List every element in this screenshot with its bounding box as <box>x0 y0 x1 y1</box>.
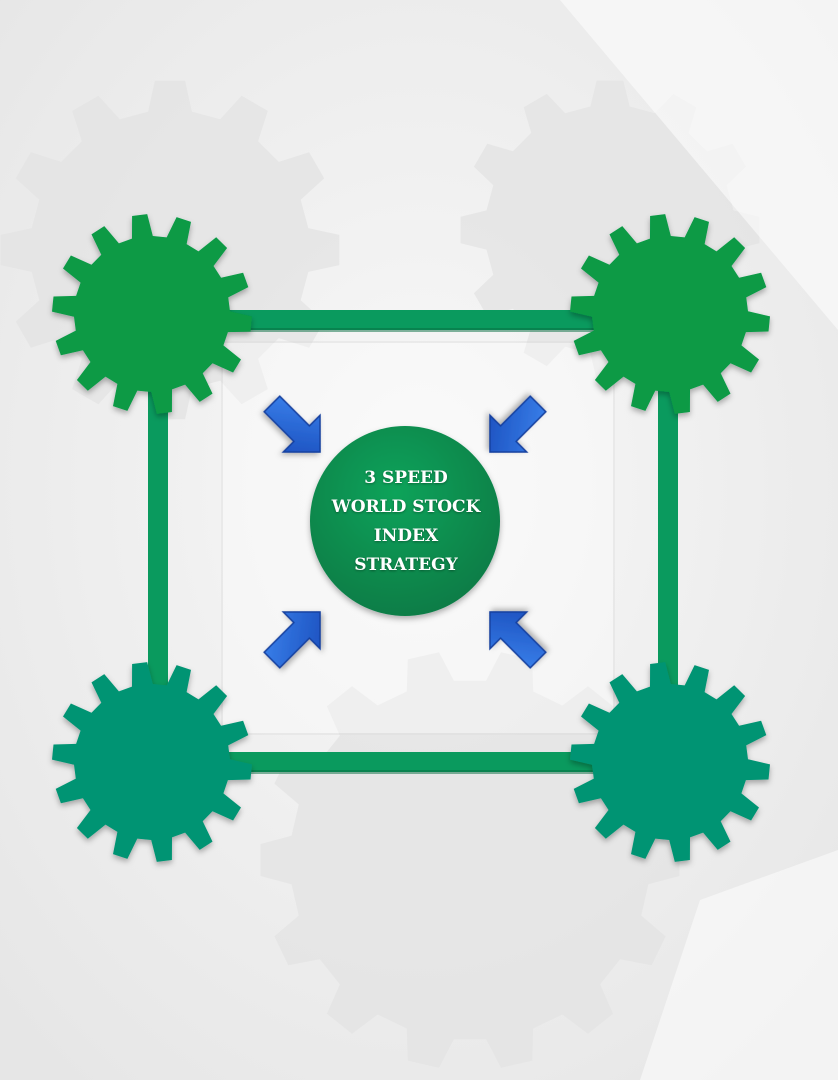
arrow-top-left-icon <box>263 395 321 453</box>
arrow-bottom-right-icon <box>489 611 547 669</box>
connector-top-shade <box>150 328 680 332</box>
connector-bottom <box>150 752 680 772</box>
gear-bottom-right-icon <box>570 662 770 862</box>
connector-top <box>150 310 680 330</box>
background-light-band <box>560 0 838 330</box>
connector-left <box>148 320 168 760</box>
connector-right <box>658 320 678 760</box>
connector-frame <box>148 310 680 774</box>
gear-top-right-icon <box>570 214 770 414</box>
gear-top-left-icon <box>52 214 252 414</box>
gear-bottom-left-icon <box>52 662 252 862</box>
connector-bottom-shade <box>150 770 680 774</box>
arrow-top-right-icon <box>489 395 547 453</box>
arrow-bottom-left-icon <box>263 611 321 669</box>
center-hub <box>310 426 500 616</box>
background-light-band-bottom <box>640 850 838 1080</box>
